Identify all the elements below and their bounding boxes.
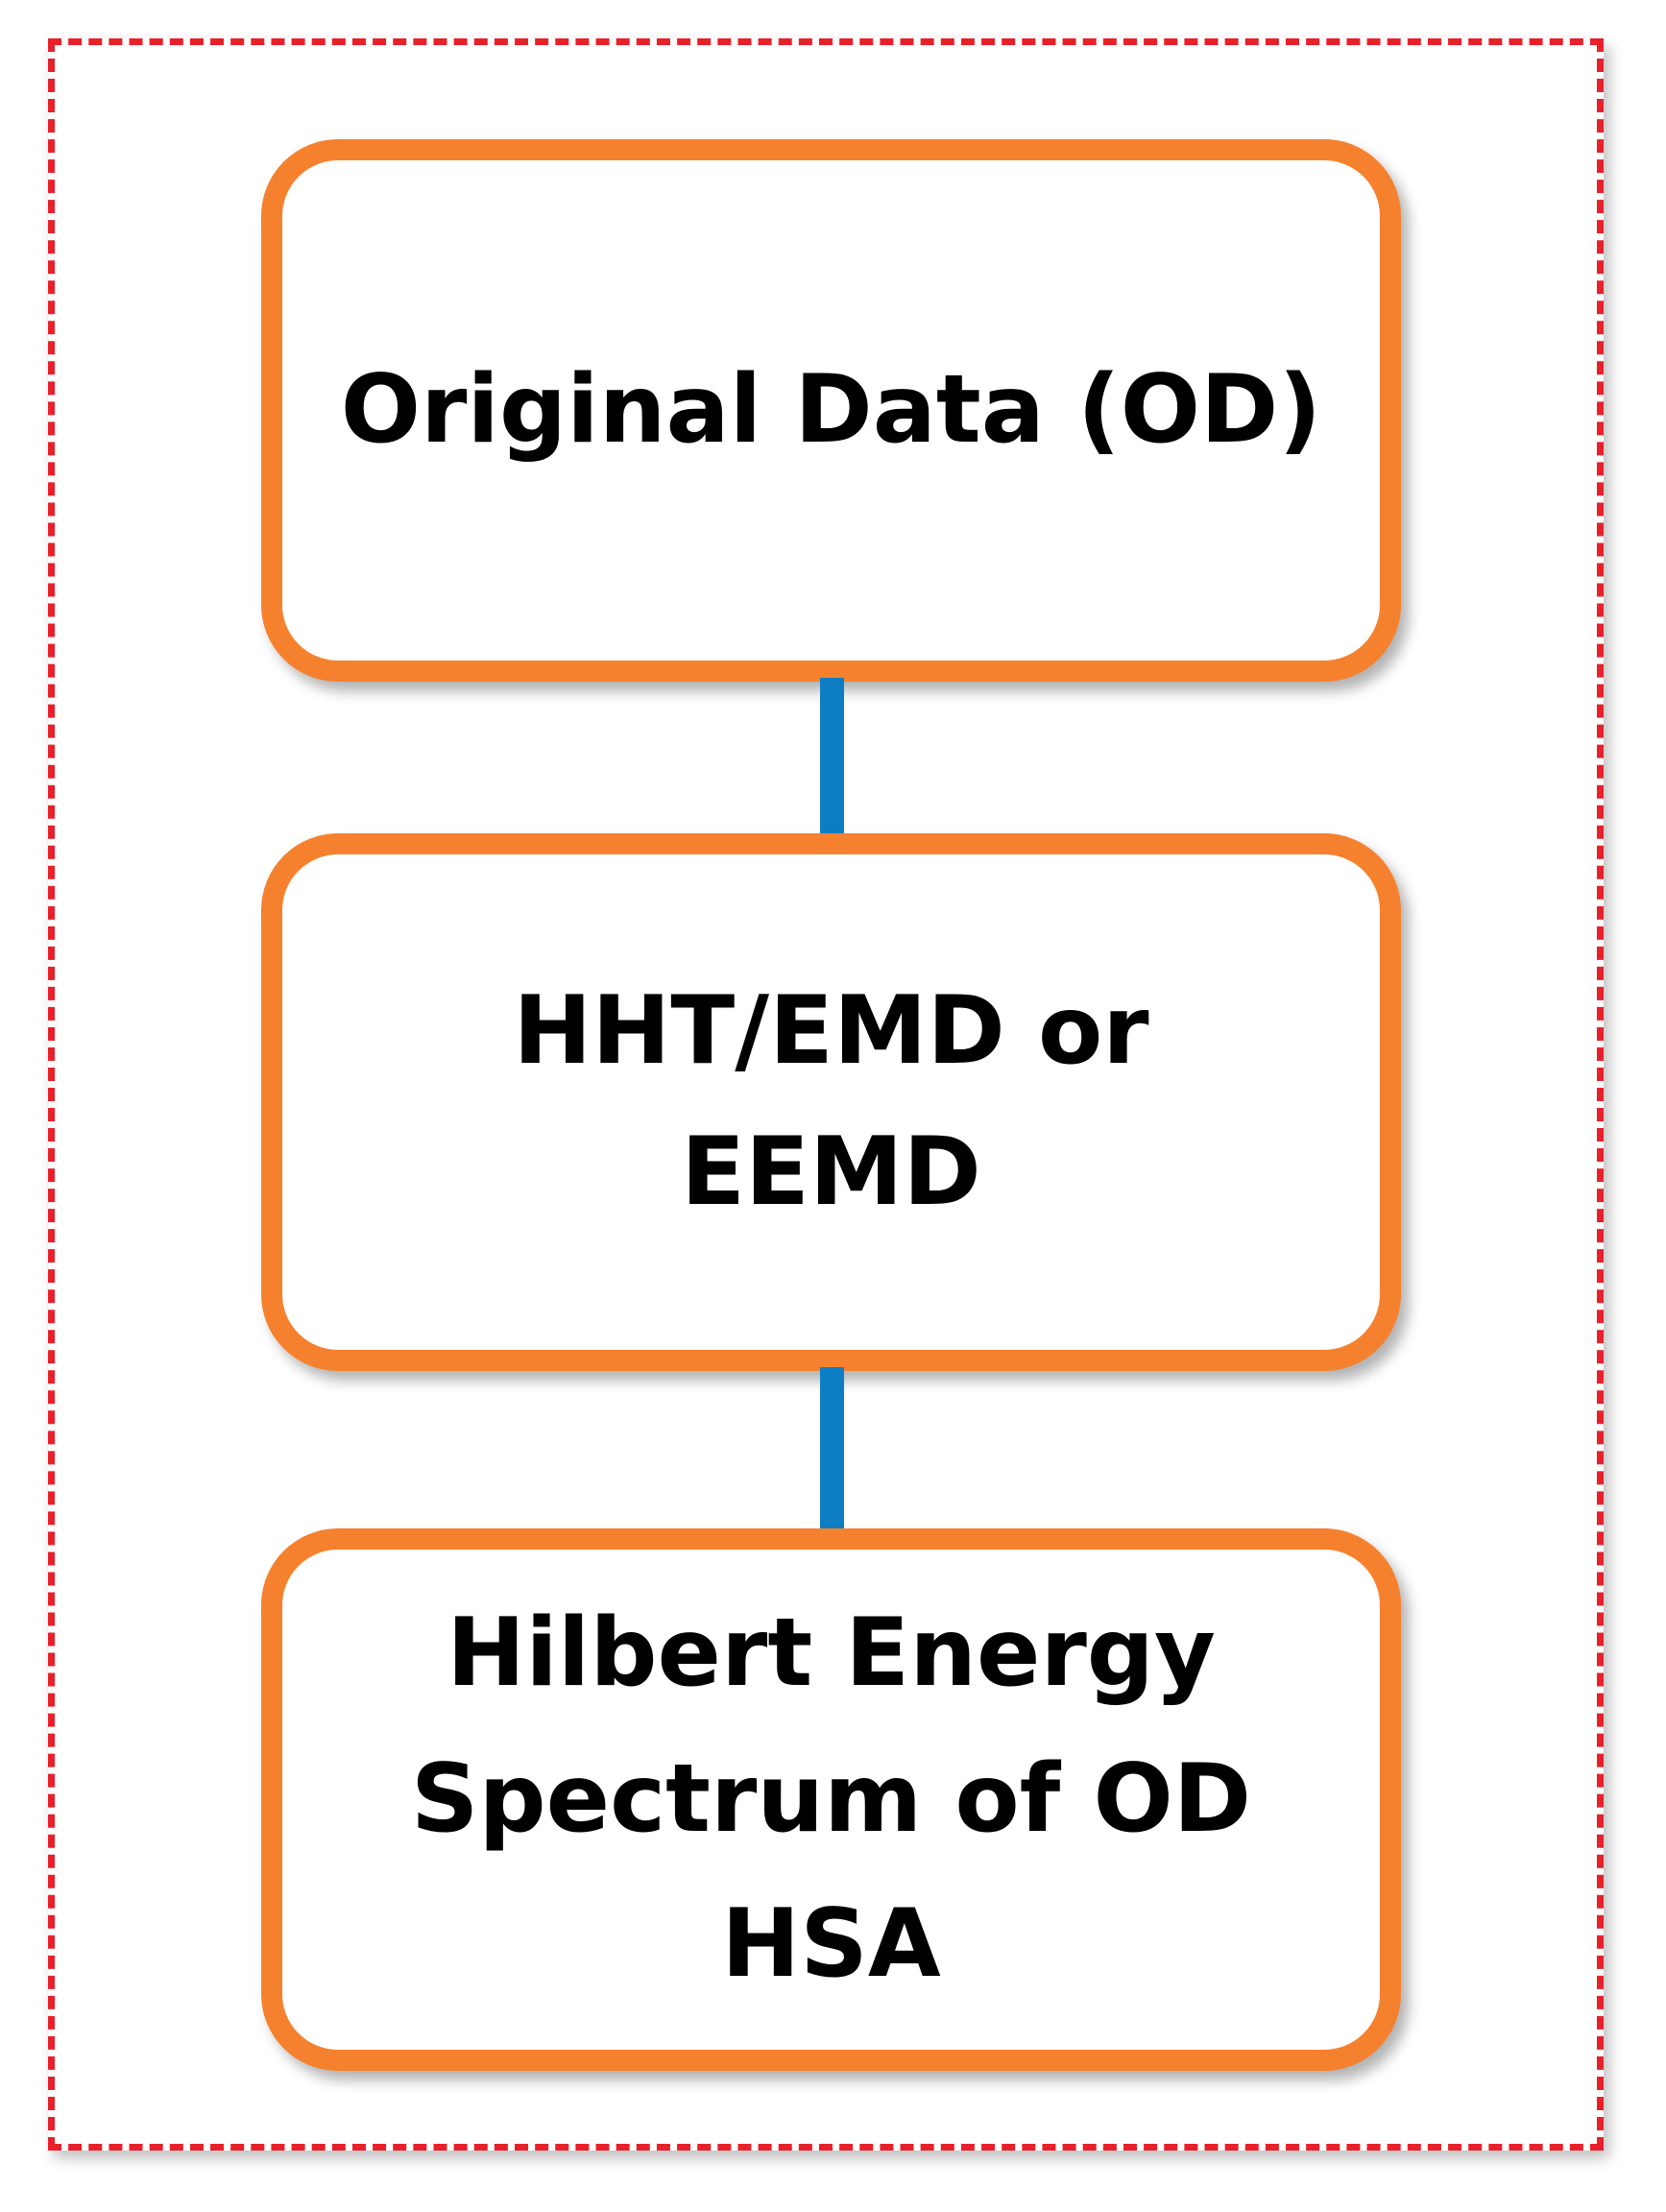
node-original-data: Original Data (OD) bbox=[261, 139, 1401, 682]
dashed-frame bbox=[48, 38, 1604, 2151]
node-hilbert-energy-spectrum: Hilbert Energy Spectrum of OD HSA bbox=[261, 1528, 1401, 2071]
node-label: HHT/EMD or EEMD bbox=[513, 976, 1149, 1227]
connector-hht-to-hsa bbox=[820, 1367, 844, 1532]
node-hht-emd-eemd: HHT/EMD or EEMD bbox=[261, 833, 1401, 1371]
connector-od-to-hht bbox=[820, 678, 844, 837]
node-label: Hilbert Energy Spectrum of OD HSA bbox=[410, 1598, 1252, 2000]
node-label: Original Data (OD) bbox=[340, 355, 1322, 465]
